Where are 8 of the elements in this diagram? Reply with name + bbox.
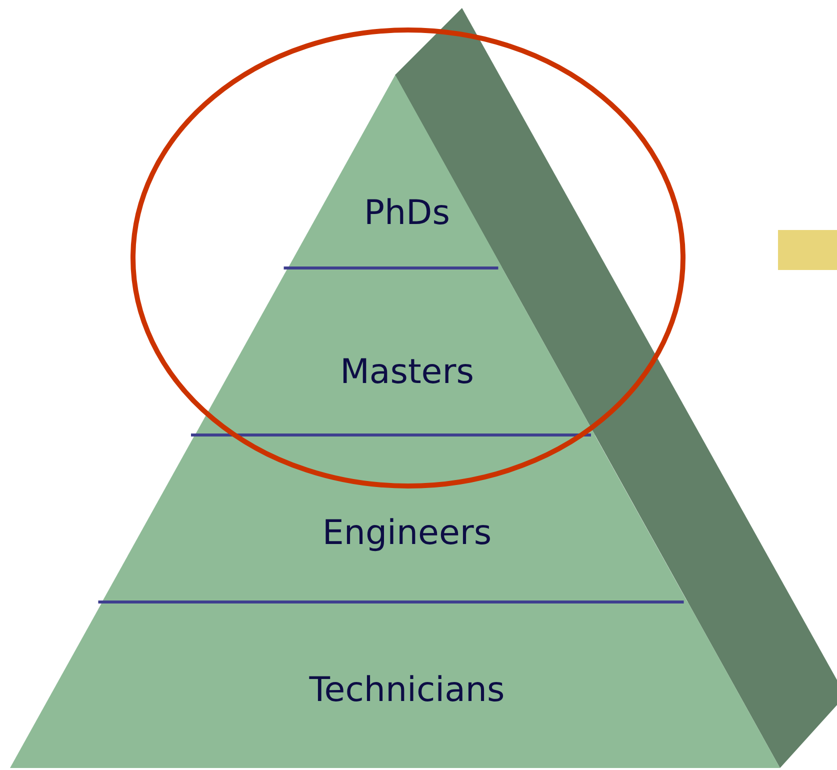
tier-label: Masters — [340, 355, 474, 389]
pyramid-tier — [102, 435, 688, 602]
tier-label: PhDs — [364, 196, 450, 230]
pyramid-tier — [10, 602, 780, 768]
tier-label: Technicians — [309, 673, 505, 707]
pyramid-tier — [288, 75, 502, 268]
tier-label: Engineers — [322, 516, 492, 550]
pyramid-tier — [195, 268, 595, 435]
